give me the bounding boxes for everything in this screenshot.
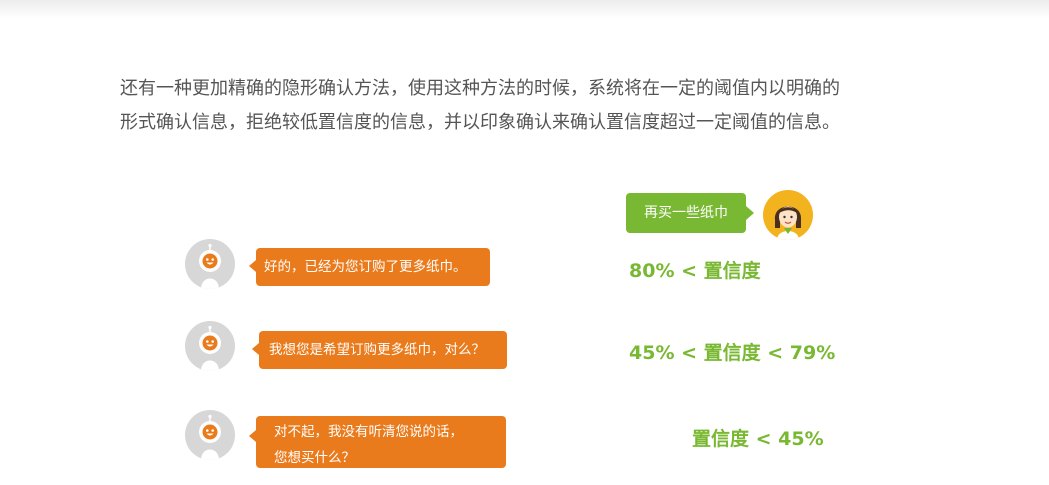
bot-response-bubble: 我想您是希望订购更多纸巾，对么？ xyxy=(252,331,507,369)
intro-line-2: 形式确认信息，拒绝较低置信度的信息，并以印象确认来确认置信度超过一定阈值的信息。 xyxy=(120,112,840,133)
user-message-text: 再买一些纸巾 xyxy=(644,205,728,221)
intro-paragraph: 还有一种更加精确的隐形确认方法，使用这种方法的时候，系统将在一定的阈值内以明确的… xyxy=(120,72,940,140)
bot-response-text-line-1: 对不起，我没有听清您说的话， xyxy=(274,424,463,440)
user-message-bubble: 再买一些纸巾 xyxy=(626,193,754,233)
robot-avatar-icon xyxy=(185,321,235,371)
robot-avatar-icon xyxy=(185,410,235,460)
confidence-label: 置信度 < 45% xyxy=(692,428,824,450)
bot-response-text-line-2: 您想买什么？ xyxy=(274,450,355,466)
bot-response-bubble: 对不起，我没有听清您说的话， 您想买什么？ xyxy=(249,416,506,468)
bot-response-bubble: 好的，已经为您订购了更多纸巾。 xyxy=(249,248,490,286)
robot-avatar-icon xyxy=(185,239,235,289)
bot-response-text: 好的，已经为您订购了更多纸巾。 xyxy=(264,259,467,275)
intro-line-1: 还有一种更加精确的隐形确认方法，使用这种方法的时候，系统将在一定的阈值内以明确的 xyxy=(120,78,840,99)
top-shadow xyxy=(0,0,1049,18)
bot-response-text: 我想您是希望订购更多纸巾，对么？ xyxy=(269,342,485,358)
woman-avatar-icon xyxy=(763,190,813,240)
confidence-label: 80% < 置信度 xyxy=(629,260,761,282)
confidence-label: 45% < 置信度 < 79% xyxy=(629,342,836,364)
